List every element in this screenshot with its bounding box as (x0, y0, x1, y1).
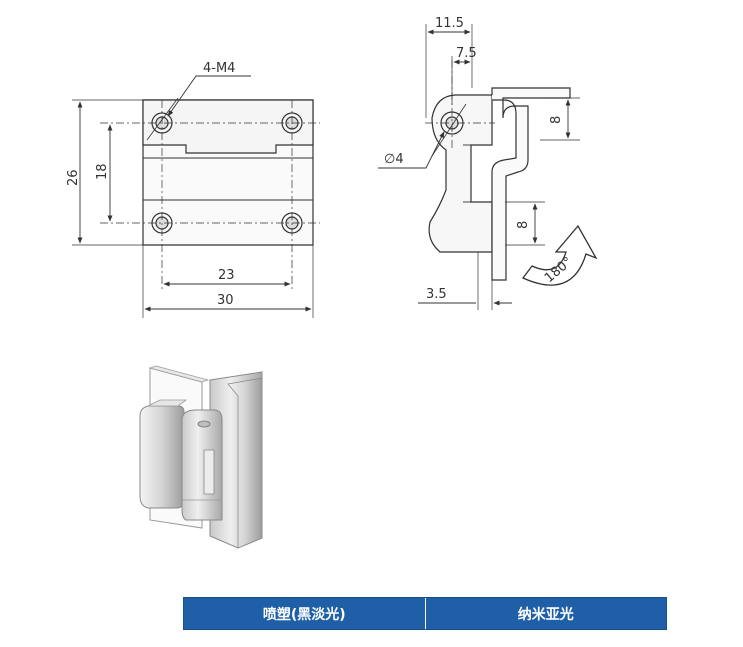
dim-offset-upper: 8 (549, 116, 564, 124)
dim-hole-diameter: ∅4 (384, 152, 404, 167)
hinge-technical-drawing: 4-M4 26 18 23 30 (66, 16, 598, 549)
hole-dia-leader (378, 131, 445, 169)
dim-top-inner: 7.5 (456, 46, 477, 61)
hinge-front-gap (143, 144, 313, 154)
thread-callout: 4-M4 (203, 61, 235, 76)
hinge-product-render (139, 365, 263, 549)
dim-top-outer: 11.5 (435, 16, 464, 31)
dim-offset-lower: 8 (516, 221, 531, 229)
dim-width-inner: 23 (218, 268, 235, 283)
dim-height-inner: 18 (95, 163, 110, 180)
rotation-arrow-icon (521, 224, 598, 286)
dim-height-outer: 26 (66, 169, 81, 186)
dim-width-outer: 30 (217, 293, 234, 308)
thread-callout-leader (167, 75, 251, 117)
hinge-side-bent-leaf (491, 87, 571, 281)
finish-option-nano-matte: 纳米亚光 (424, 598, 667, 629)
front-view (72, 75, 320, 318)
hinge-side-body (428, 94, 493, 253)
side-view (378, 24, 598, 310)
dim-base-offset: 3.5 (426, 287, 447, 302)
finish-option-powder-coat: 喷塑(黑淡光) (262, 606, 346, 623)
finish-options-bar: 喷塑(黑淡光) 纳米亚光 (183, 597, 667, 630)
